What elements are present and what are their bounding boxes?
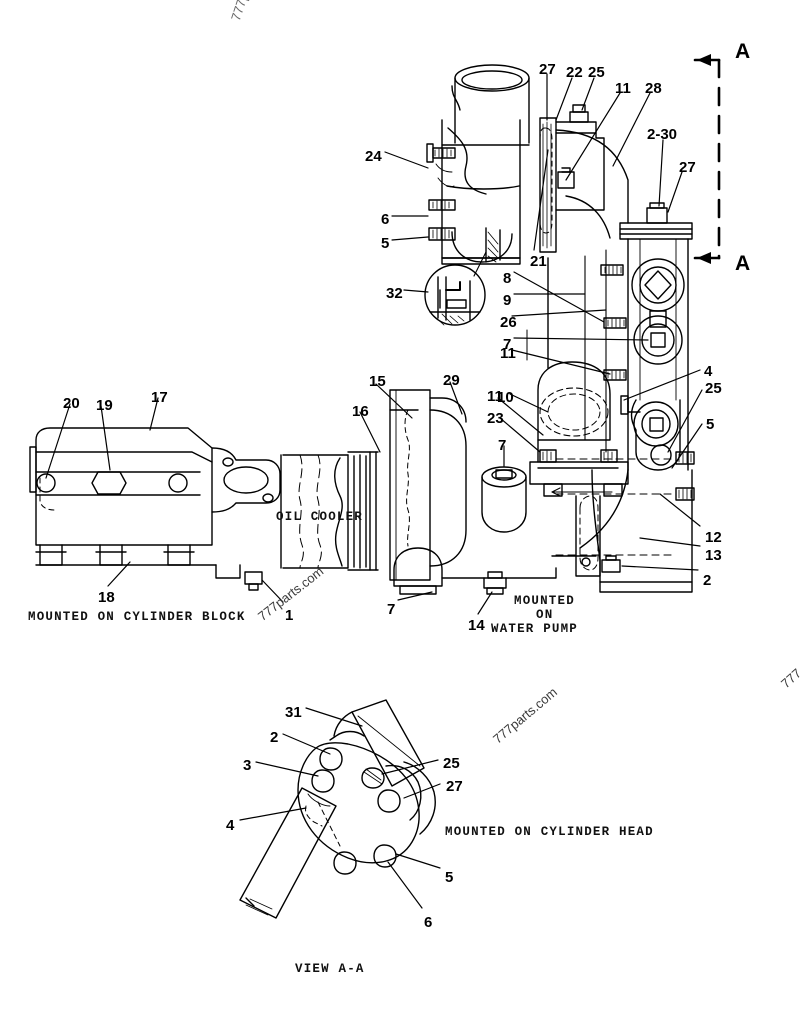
- view-aa-assembly: [239, 699, 436, 919]
- callout-25-4: 25: [443, 755, 460, 772]
- callout-15-6: 15: [369, 373, 386, 390]
- callout-14-10: 14: [468, 617, 485, 634]
- callout-13-12: 13: [705, 547, 722, 564]
- callout-26-14: 26: [500, 314, 517, 331]
- callout-5-9: 5: [381, 235, 390, 252]
- callout-11-16: 11: [500, 345, 516, 362]
- callout-6-7: 6: [424, 914, 433, 931]
- thermostat-housing: [426, 64, 605, 265]
- callout-18-3: 18: [98, 589, 115, 606]
- section-a-bottom: A: [735, 252, 751, 275]
- callout-2-13: 2: [703, 572, 712, 589]
- section-line-aa: [693, 58, 721, 260]
- elbow-pipe-28: [555, 129, 629, 239]
- leader-lines: [45, 73, 703, 909]
- cylinder-block-cover: [29, 427, 281, 591]
- callout-1-4: 1: [285, 607, 294, 624]
- oil-cooler-body: [280, 389, 557, 595]
- cap-cylinder-block: MOUNTED ON CYLINDER BLOCK: [28, 610, 246, 624]
- cap-oil-cooler: OIL COOLER: [276, 510, 364, 524]
- callout-32-11: 32: [386, 285, 403, 302]
- callout-27-0: 27: [539, 61, 556, 78]
- callout-7-9: 7: [387, 601, 396, 618]
- cap-cylinder-head: MOUNTED ON CYLINDER HEAD: [445, 825, 654, 839]
- callout-17-2: 17: [151, 389, 168, 406]
- section-a-top: A: [735, 40, 751, 63]
- cap-water-pump-2: ON: [536, 608, 554, 622]
- callout-28-4: 28: [645, 80, 662, 97]
- inlet-housing: [529, 361, 629, 497]
- callout-8-12: 8: [503, 270, 512, 287]
- cap-water-pump-3: WATER PUMP: [491, 622, 579, 636]
- callout-9-13: 9: [503, 292, 512, 309]
- callout-7-8: 7: [498, 437, 507, 454]
- callout-11-3: 11: [615, 80, 631, 97]
- callout-7-15: 7: [503, 336, 512, 353]
- callout-6-8: 6: [381, 211, 390, 228]
- callout-4-3: 4: [226, 817, 235, 834]
- vertical-tubes: [526, 249, 627, 453]
- callout-11-18: 11: [487, 388, 503, 405]
- left-bolts: [426, 143, 456, 241]
- callout-5-6: 5: [445, 869, 454, 886]
- callout-25-2: 25: [588, 64, 605, 81]
- callout-19-1: 19: [96, 397, 113, 414]
- cap-water-pump-1: MOUNTED: [514, 594, 575, 608]
- detail-circle-32: [424, 251, 487, 326]
- callout-4-20: 4: [704, 363, 713, 380]
- callout-22-1: 22: [566, 64, 583, 81]
- callout-5-22: 5: [706, 416, 715, 433]
- callout-20-0: 20: [63, 395, 80, 412]
- callout-2-1: 2: [270, 729, 279, 746]
- cap-view-aa: VIEW A-A: [295, 962, 365, 976]
- callout-2-30-5: 2-30: [647, 126, 678, 143]
- callout-10-17: 10: [497, 389, 514, 406]
- callout-3-2: 3: [243, 757, 252, 774]
- callout-25-21: 25: [705, 380, 722, 397]
- callout-27-6: 27: [679, 159, 696, 176]
- callout-12-11: 12: [705, 529, 722, 546]
- callout-27-5: 27: [446, 778, 463, 795]
- lower-bracket: [551, 495, 621, 577]
- callout-16-5: 16: [352, 403, 369, 420]
- callout-31-0: 31: [285, 704, 302, 721]
- callout-29-7: 29: [443, 372, 460, 389]
- callout-21-10: 21: [530, 253, 547, 270]
- callout-24-7: 24: [365, 148, 382, 165]
- callout-23-19: 23: [487, 410, 504, 427]
- section-arrowheads: [697, 54, 711, 264]
